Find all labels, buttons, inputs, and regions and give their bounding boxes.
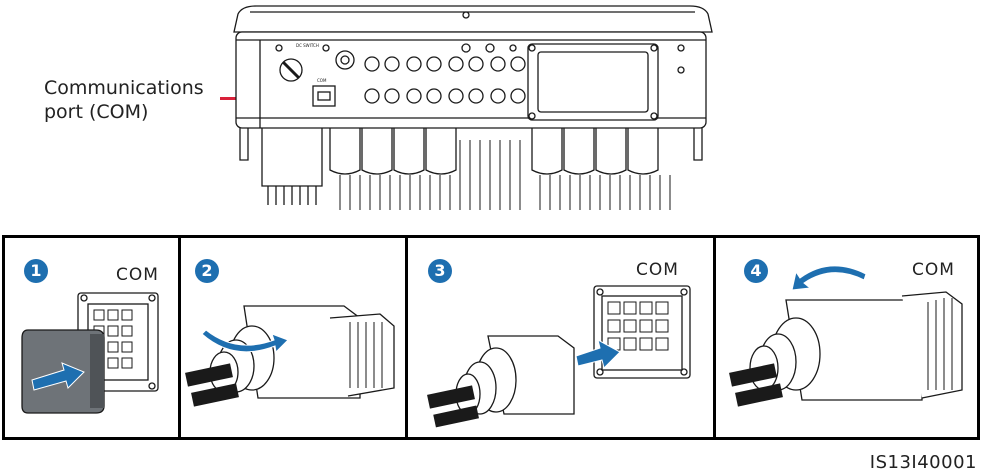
panel-divider <box>713 235 716 440</box>
step-3-badge: 3 <box>428 259 452 283</box>
document-id: IS13I40001 <box>869 452 977 473</box>
step-1-remove-cap-illustration <box>21 292 159 414</box>
inverter-bottom-view: DC SWITCH COM <box>233 5 713 210</box>
callout-line-2: port (COM) <box>44 101 149 123</box>
step-1-badge: 1 <box>24 259 48 283</box>
svg-text:DC SWITCH: DC SWITCH <box>296 43 319 48</box>
step-4-tighten-nut-illustration <box>729 265 963 407</box>
steps-panel <box>2 235 980 440</box>
panel-divider <box>178 235 181 440</box>
panel-divider <box>405 235 408 440</box>
com-port-callout: Communications port (COM) <box>44 76 204 124</box>
step-2-loosen-nut-illustration <box>185 305 395 407</box>
step-3-insert-connector-illustration <box>427 285 691 428</box>
callout-line-1: Communications <box>44 77 204 99</box>
step-2-badge: 2 <box>195 259 219 283</box>
step-4-badge: 4 <box>744 259 768 283</box>
svg-text:COM: COM <box>317 78 327 83</box>
step-4-com-label: COM <box>912 260 955 280</box>
step-1-com-label: COM <box>116 265 159 285</box>
step-3-com-label: COM <box>636 260 679 280</box>
